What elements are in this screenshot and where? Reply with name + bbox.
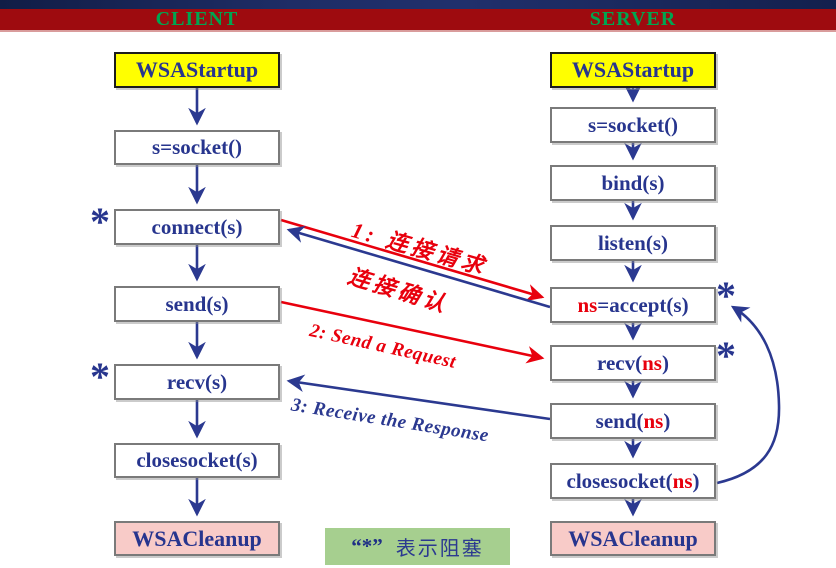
client-node-send: send(s) — [114, 286, 280, 322]
server-node-recv: recv(ns) — [550, 345, 716, 381]
msg-label-receive-response: 3: Receive the Response — [289, 394, 491, 447]
client-node-wsastartup: WSAStartup — [114, 52, 280, 88]
client-node-recv: recv(s) — [114, 364, 280, 400]
legend-blocking: “*” 表示阻塞 — [325, 528, 510, 565]
blocking-asterisk-recv-client: * — [90, 354, 110, 399]
client-node-closesocket: closesocket(s) — [114, 443, 280, 478]
title-bar: CLIENT SERVER — [0, 9, 836, 32]
client-node-socket: s=socket() — [114, 130, 280, 165]
server-node-wsastartup: WSAStartup — [550, 52, 716, 88]
blocking-asterisk-connect: * — [90, 199, 110, 244]
client-column-title: CLIENT — [155, 8, 239, 30]
client-node-connect: connect(s) — [114, 209, 280, 245]
msg-label-send-request: 2: Send a Request — [307, 320, 459, 373]
legend-text: 表示阻塞 — [395, 538, 484, 560]
server-node-closesocket: closesocket(ns) — [550, 463, 716, 499]
top-navy-strip — [0, 0, 836, 9]
server-node-send: send(ns) — [550, 403, 716, 439]
legend-asterisk-symbol: “*” — [351, 534, 383, 558]
server-node-bind: bind(s) — [550, 165, 716, 201]
blocking-asterisk-accept: * — [716, 273, 736, 318]
client-node-wsacleanup: WSACleanup — [114, 521, 280, 556]
blocking-asterisk-recv-server: * — [716, 333, 736, 378]
server-node-accept: ns=accept(s) — [550, 287, 716, 323]
server-node-socket: s=socket() — [550, 107, 716, 143]
server-node-listen: listen(s) — [550, 225, 716, 261]
server-node-wsacleanup: WSACleanup — [550, 521, 716, 556]
server-column-title: SERVER — [589, 8, 677, 30]
